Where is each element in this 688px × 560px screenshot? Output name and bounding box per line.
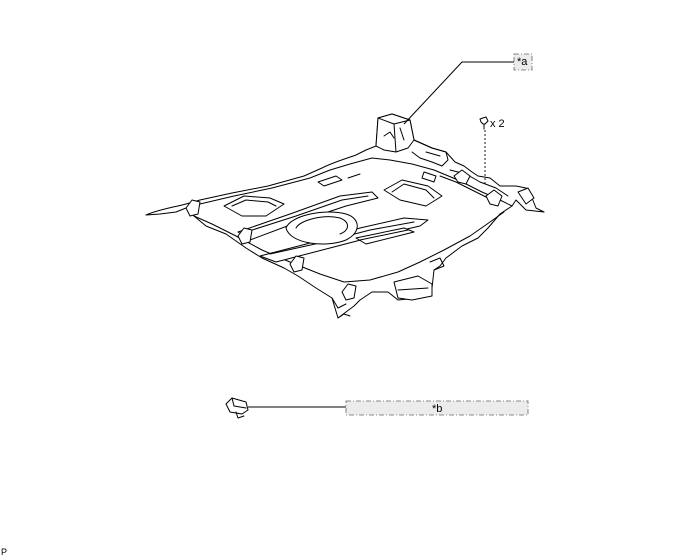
figure-code: P xyxy=(1,547,8,557)
floor-cover-panel xyxy=(145,113,545,319)
fastener-quantity-label: x 2 xyxy=(490,118,505,130)
clip-fastener-icon xyxy=(479,116,489,130)
callout-b-label: *b xyxy=(432,403,442,415)
callout-a-leader xyxy=(403,61,514,125)
callout-b-box xyxy=(345,400,529,416)
callout-a-label: *a xyxy=(517,56,528,68)
small-clip-part-icon xyxy=(225,397,249,419)
callout-a-box xyxy=(513,53,533,71)
